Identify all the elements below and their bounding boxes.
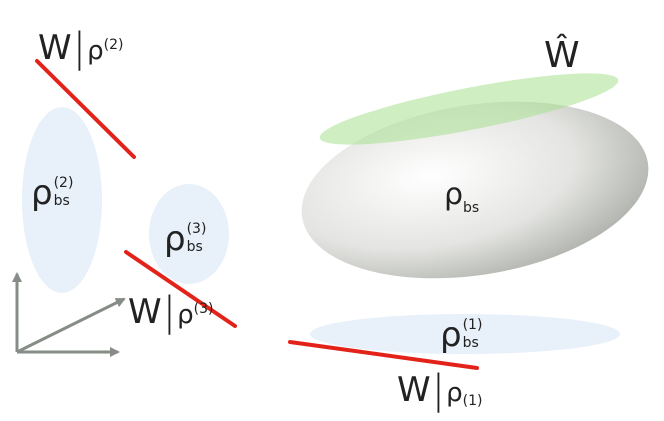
label-w-rho-1: W|ρ(1) <box>397 367 483 413</box>
red-line-3 <box>124 250 237 328</box>
red-line-2 <box>35 59 136 159</box>
label-rho-bs-2: ρ(2)bs <box>31 173 74 213</box>
projection-ellipse-3 <box>149 184 229 284</box>
label-rho-bs-3: ρ(3)bs <box>164 219 207 259</box>
label-w-rho-3: W|ρ(3) <box>128 289 214 335</box>
red-line-1 <box>288 340 479 370</box>
label-rho-bs-1: ρ(1)bs <box>440 315 483 355</box>
label-w-hat: Ŵ <box>544 35 580 76</box>
main-ellipsoid <box>301 101 649 279</box>
projection-ellipse-2 <box>22 107 102 293</box>
projection-ellipse-1 <box>310 314 620 354</box>
green-plane <box>319 73 619 145</box>
label-w-rho-2: W|ρ(2) <box>38 25 124 71</box>
axis-diagonal <box>16 297 126 354</box>
label-rho-bs-main: ρbs <box>444 177 480 216</box>
